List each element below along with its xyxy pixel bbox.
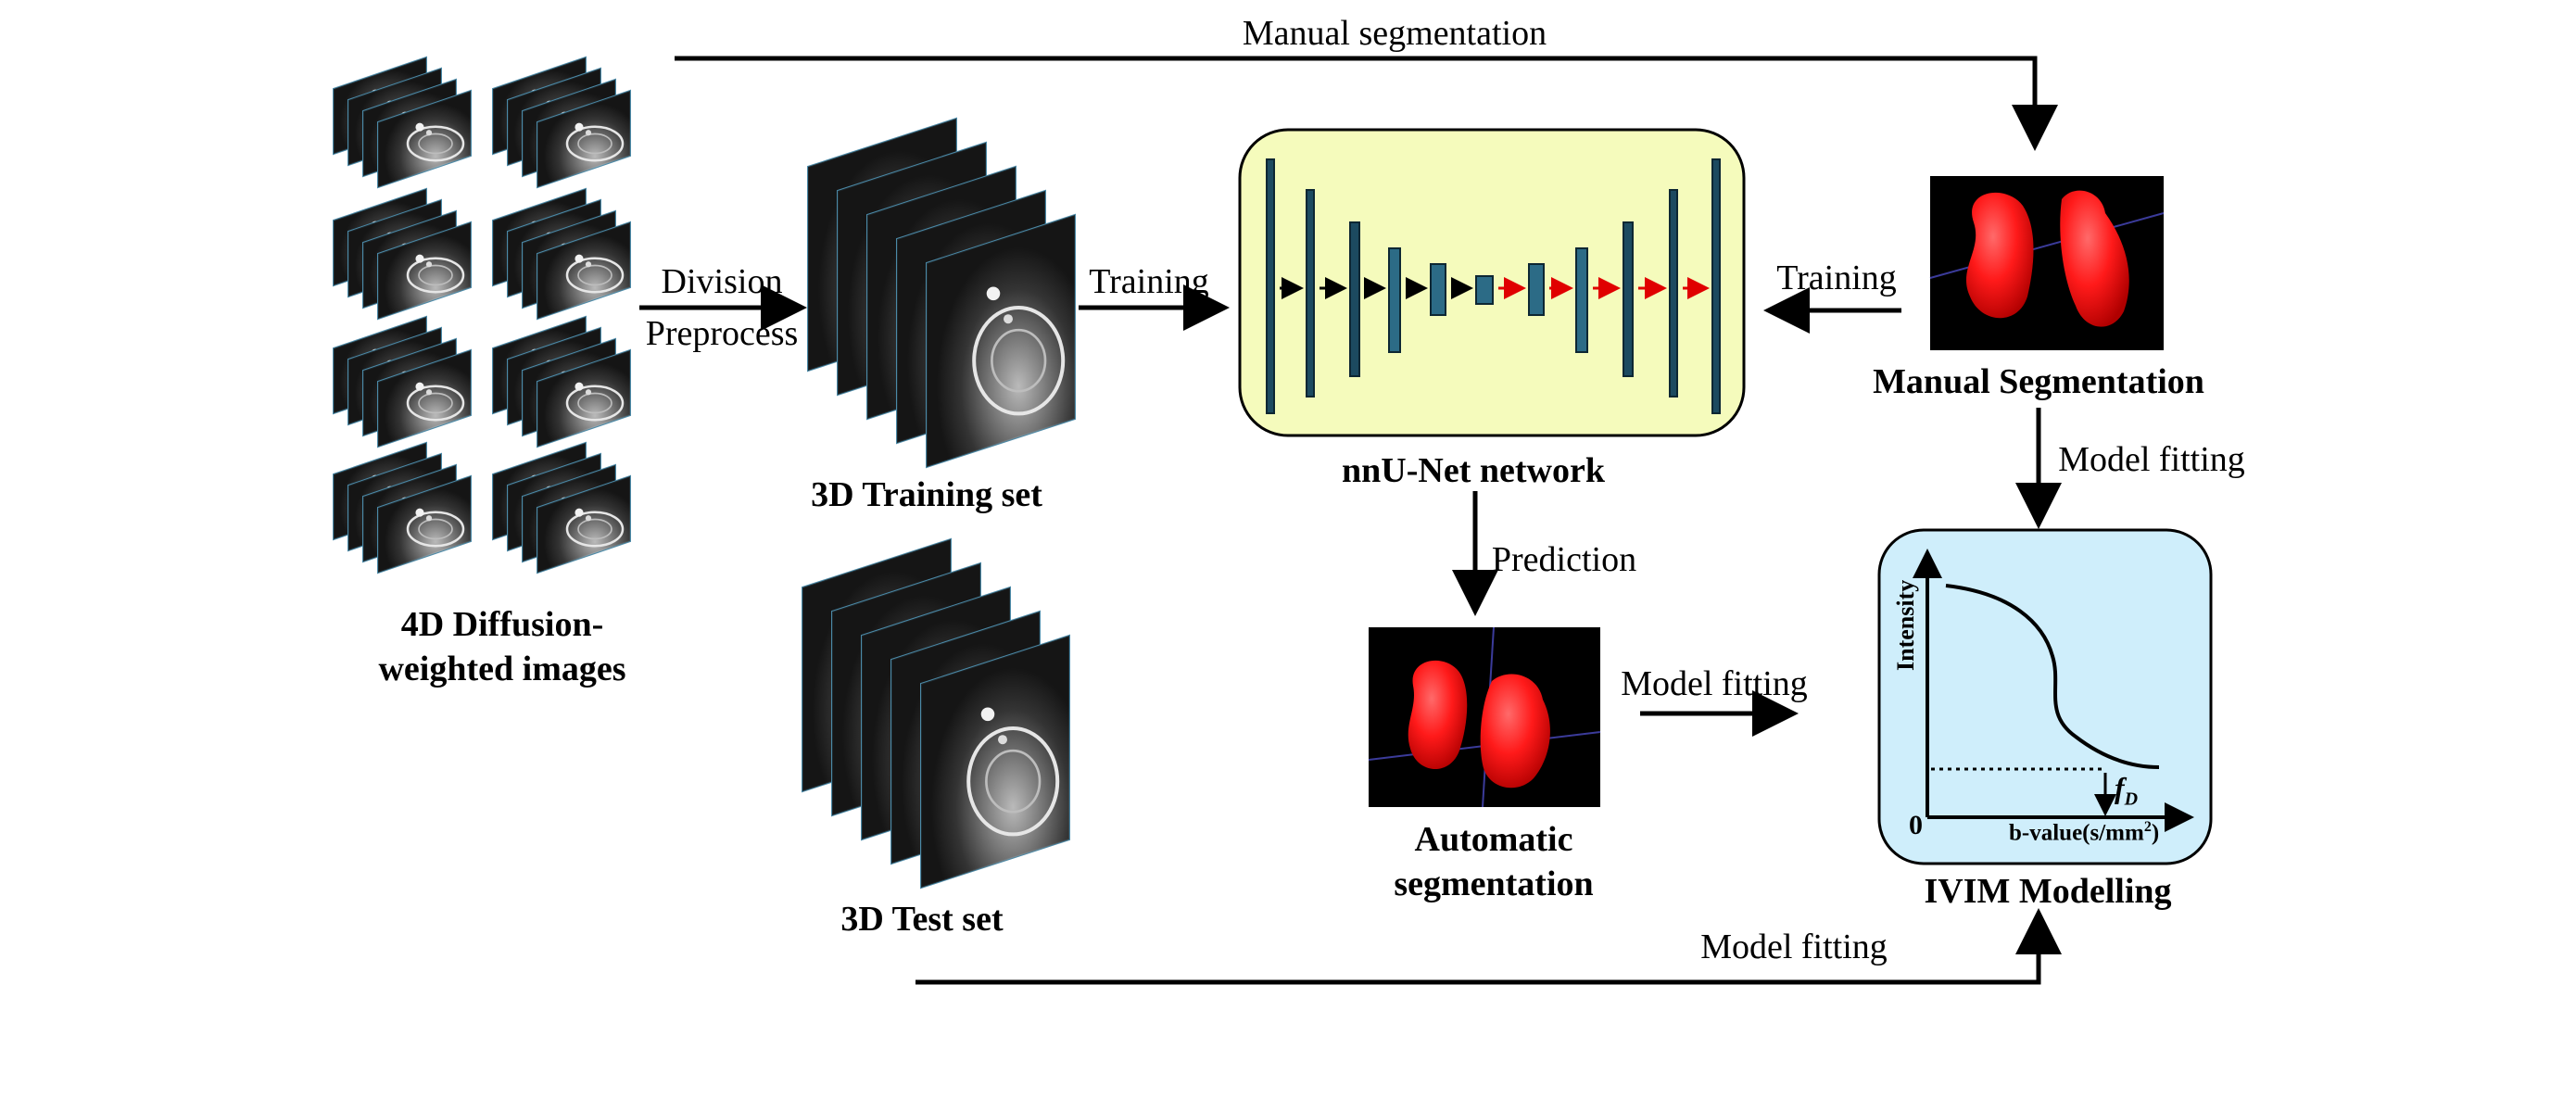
label-model-fitting-bottom: Model fitting — [1700, 928, 1888, 966]
unet-layer-10 — [1669, 189, 1678, 398]
label-training-set: 3D Training set — [811, 475, 1042, 514]
manual-segmentation-image — [1929, 176, 2165, 350]
dwi-stack-4-slice-4 — [537, 221, 631, 321]
label-division: Division — [661, 262, 783, 301]
label-nnunet: nnU-Net network — [1342, 451, 1605, 490]
dwi-stack-4 — [492, 187, 631, 321]
label-training-left: Training — [1089, 262, 1209, 301]
label-dwi-line2: weighted images — [378, 650, 626, 688]
dwi-stack-1 — [333, 56, 472, 189]
label-auto-seg-line2: segmentation — [1394, 865, 1594, 903]
automatic-segmentation-image — [1368, 626, 1601, 808]
dwi-stack-2-slice-4 — [537, 89, 631, 189]
ivim-modelling-box — [1877, 528, 2213, 865]
ivim-x-axis-text: b-value(s/mm — [2009, 820, 2144, 846]
arrow-manual-segmentation-top — [675, 56, 2058, 151]
ivim-fd-label: fD — [2115, 771, 2138, 810]
ivim-fd-letter: f — [2115, 771, 2125, 804]
dwi-stack-3-slice-4 — [377, 221, 472, 321]
label-model-fitting-mid: Model fitting — [1621, 664, 1808, 703]
unet-layer-11 — [1711, 158, 1721, 414]
unet-layer-8 — [1575, 247, 1588, 353]
label-model-fitting-right: Model fitting — [2058, 440, 2245, 479]
label-manual-segmentation: Manual Segmentation — [1873, 362, 2204, 401]
nnunet-network-box — [1238, 128, 1746, 437]
dwi-image-stacks — [333, 56, 631, 574]
dwi-stack-7-slice-4 — [377, 474, 472, 574]
dwi-stack-6-slice-4 — [537, 348, 631, 448]
arrow-model-fitting-bottom — [915, 908, 2062, 985]
dwi-stack-3 — [333, 187, 472, 321]
unet-layer-5 — [1430, 263, 1446, 316]
dwi-stack-1-slice-4 — [377, 89, 472, 189]
dwi-stack-5 — [333, 315, 472, 448]
test-set-stack — [802, 537, 1070, 890]
unet-layer-3 — [1349, 221, 1360, 377]
unet-layer-1 — [1266, 158, 1275, 414]
dwi-stack-6 — [492, 315, 631, 448]
label-training-right: Training — [1776, 259, 1897, 297]
dwi-stack-7 — [333, 441, 472, 574]
label-ivim-modelling: IVIM Modelling — [1924, 872, 2172, 911]
label-preprocess: Preprocess — [645, 314, 799, 353]
unet-layer-9 — [1623, 221, 1634, 377]
ivim-fd-sub: D — [2124, 789, 2139, 810]
label-dwi-line1: 4D Diffusion- — [400, 605, 604, 644]
training-set-stack — [807, 117, 1076, 469]
ivim-x-axis-label: b-value(s/mm2) — [2009, 819, 2159, 846]
dwi-stack-8-slice-4 — [537, 474, 631, 574]
label-auto-seg-line1: Automatic — [1414, 820, 1573, 859]
label-test-set: 3D Test set — [840, 900, 1004, 939]
label-prediction: Prediction — [1491, 540, 1637, 579]
ivim-y-axis-label: Intensity — [1892, 579, 1919, 671]
ivim-origin-label: 0 — [1909, 810, 1923, 840]
unet-layer-7 — [1528, 263, 1545, 316]
dwi-stack-5-slice-4 — [377, 348, 472, 448]
training-slice-5 — [926, 213, 1076, 469]
label-manual-segmentation-top: Manual segmentation — [1242, 14, 1547, 53]
unet-layers — [1266, 158, 1721, 414]
test-slice-5 — [920, 634, 1070, 890]
ivim-x-axis-sup: 2 — [2143, 819, 2152, 835]
unet-layer-4 — [1388, 247, 1401, 353]
ivim-x-axis-close: ) — [2151, 820, 2160, 846]
unet-layer-6 — [1475, 275, 1494, 305]
dwi-stack-2 — [492, 56, 631, 189]
dwi-stack-8 — [492, 441, 631, 574]
unet-layer-2 — [1306, 189, 1315, 398]
